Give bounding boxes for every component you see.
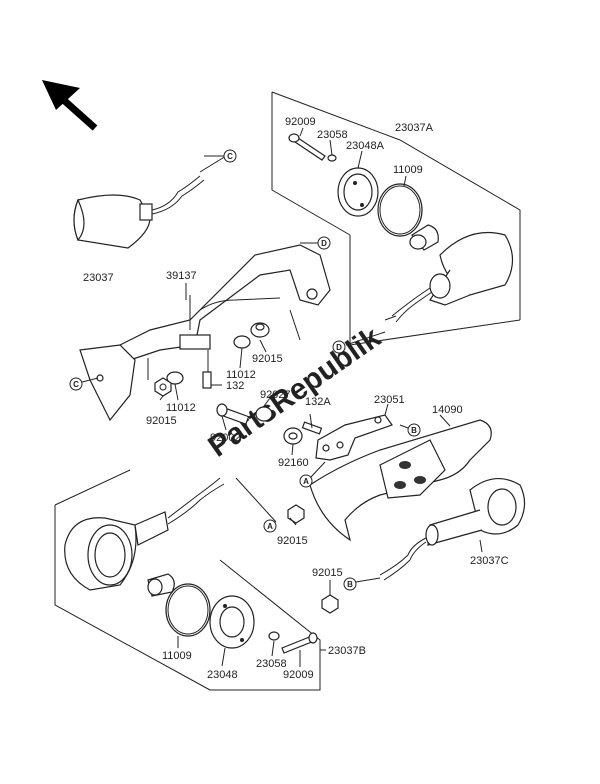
turn-signal-front-left	[73, 155, 227, 249]
connector-marker-a-top: A	[299, 461, 326, 488]
turn-signal-rear-left	[379, 478, 526, 581]
bracket-23051	[315, 414, 393, 461]
leader-lines	[159, 127, 483, 667]
turn-signal-rear-right	[384, 231, 514, 323]
connector-marker-b-top: B	[399, 423, 421, 437]
part-label-23037c: 23037C	[470, 555, 509, 567]
lens-rim-23048a	[337, 167, 379, 217]
svg-text:D: D	[321, 239, 327, 248]
part-label-92015-d: 92015	[312, 567, 343, 579]
screw-92009-top	[288, 133, 326, 161]
gasket-11009-top	[377, 183, 423, 237]
part-label-11009-top: 11009	[393, 164, 423, 176]
part-label-132: 132	[226, 380, 244, 392]
nut-92015-lower	[321, 594, 339, 614]
connector-marker-d-right: D	[332, 331, 386, 354]
bolts-92027-92002	[216, 403, 323, 445]
svg-text:C: C	[227, 152, 233, 161]
part-label-92009-top: 92009	[285, 116, 316, 128]
connector-marker-c-left: C	[69, 377, 99, 391]
gasket-11009-bottom	[165, 583, 211, 637]
washer-23058-bottom	[268, 631, 280, 641]
nut-92015-middle	[287, 504, 305, 524]
part-label-23037a: 23037A	[395, 122, 434, 134]
part-label-92015-a: 92015	[252, 353, 283, 365]
part-label-92160: 92160	[278, 457, 309, 469]
connector-marker-a-bottom: A	[235, 477, 277, 533]
part-label-23058-bottom: 23058	[256, 658, 287, 670]
bulb-top	[409, 224, 439, 251]
part-label-23058-top: 23058	[317, 129, 348, 141]
part-label-11009-bottom: 11009	[162, 650, 192, 662]
part-label-92015-b: 92015	[146, 415, 177, 427]
connector-marker-b-bottom: B	[343, 577, 381, 591]
svg-text:A: A	[267, 522, 273, 531]
lens-rim-23048	[209, 595, 255, 649]
part-label-132a: 132A	[305, 396, 331, 408]
connector-marker-d-top: D	[300, 236, 331, 250]
part-label-14090: 14090	[432, 404, 463, 416]
part-label-23051: 23051	[374, 394, 405, 406]
svg-text:B: B	[411, 426, 417, 435]
rear-fender-14090	[309, 419, 492, 542]
part-label-23037: 23037	[83, 272, 114, 284]
part-label-23037b: 23037B	[328, 645, 366, 657]
part-label-11012-b: 11012	[166, 402, 196, 414]
part-label-92015-c: 92015	[277, 535, 308, 547]
guide-lines	[147, 295, 301, 380]
part-label-11012-a: 11012	[226, 369, 256, 381]
part-number-labels: 23037 39137 92009 23058 23037A 23048A 11…	[83, 116, 509, 681]
washer-23058-top	[327, 154, 337, 162]
turn-signal-front-right-box	[54, 469, 321, 691]
svg-text:C: C	[73, 380, 79, 389]
connector-marker-c-top: C	[204, 149, 237, 163]
part-label-92009-bottom: 92009	[283, 669, 314, 681]
part-label-39137: 39137	[166, 270, 197, 282]
svg-text:A: A	[303, 477, 309, 486]
bulb-bottom	[147, 573, 175, 597]
svg-text:B: B	[347, 580, 353, 589]
part-label-92027: 92027	[260, 389, 291, 401]
screw-92009-bottom	[281, 632, 318, 654]
part-label-23048a: 23048A	[346, 140, 385, 152]
svg-text:D: D	[336, 343, 342, 352]
part-label-23048: 23048	[207, 669, 238, 681]
part-label-92002: 92002	[210, 432, 241, 444]
turn-signal-rear-right-box	[271, 91, 521, 346]
direction-arrow-icon	[42, 80, 98, 131]
bracket-39137	[79, 244, 331, 422]
turn-signal-front-right	[64, 477, 225, 591]
